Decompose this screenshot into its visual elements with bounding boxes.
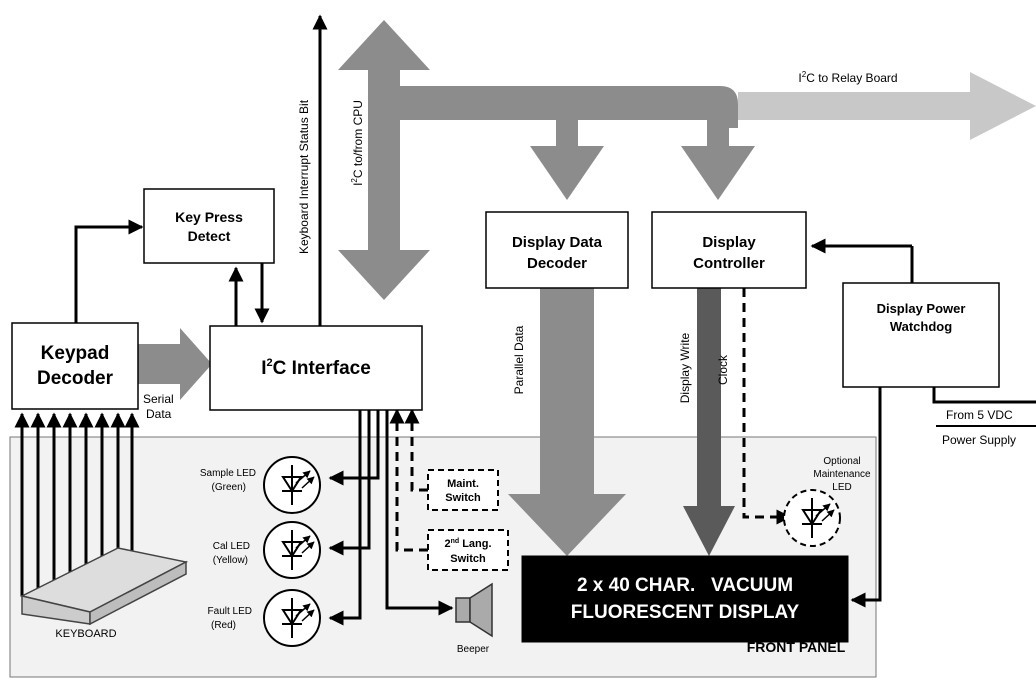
keypad-decoder-box <box>11 322 139 410</box>
display-write-arrow <box>683 506 735 556</box>
display-power-watchdog-title-1: Display Power <box>877 301 966 316</box>
from-5vdc-label: From 5 VDC <box>946 408 1013 422</box>
beeper-icon <box>455 582 493 638</box>
i2c-bus-horizontal <box>400 86 738 128</box>
beeper-label: Beeper <box>457 644 490 655</box>
maint-switch-label-2: Switch <box>445 492 481 504</box>
key-press-detect-title-2: Detect <box>188 228 231 244</box>
parallel-data-arrow <box>508 494 626 556</box>
sample-led-label-1: Sample LED <box>200 468 256 479</box>
clock-label: Clock <box>716 354 730 385</box>
display-power-watchdog-title-2: Watchdog <box>890 319 952 334</box>
fault-led-label-2: (Red) <box>211 620 236 631</box>
parallel-data-shaft <box>540 288 594 494</box>
maint-switch-line <box>404 408 428 492</box>
watchdog-to-display-line <box>850 386 882 608</box>
i2c-relay-label: I2C to Relay Board <box>798 70 897 85</box>
parallel-data-label: Parallel Data <box>512 325 526 394</box>
display-write-bus <box>683 288 735 556</box>
cal-led-label-2: (Yellow) <box>213 555 248 566</box>
display-controller-title-1: Display <box>702 234 756 251</box>
keyboard: KEYBOARD <box>19 547 189 640</box>
i2c-cpu-label: I2C to/from CPU <box>350 100 365 186</box>
bus-drop-data-decoder <box>556 120 578 146</box>
lang-switch-line <box>389 408 428 552</box>
cal-led-line <box>328 410 371 556</box>
sample-led-line <box>328 410 380 486</box>
dashed-lines <box>389 288 792 552</box>
i2c-interface-title: I2C Interface <box>261 357 371 379</box>
serial-data-label-1: Serial <box>143 392 174 406</box>
vfd-display-line-1: 2 x 40 CHAR. VACUUM <box>577 575 793 596</box>
vfd-display-line-2: FLUORESCENT DISPLAY <box>571 602 800 623</box>
power-supply-label: Power Supply <box>942 433 1016 447</box>
display-write-shaft <box>697 288 721 506</box>
serial-data-arrow <box>138 328 212 400</box>
fault-led-icon <box>263 589 321 647</box>
display-write-label: Display Write <box>678 332 692 403</box>
bus-arrow-display-controller <box>681 146 755 200</box>
key-press-detect-title-1: Key Press <box>175 209 243 225</box>
display-controller-box <box>651 211 807 289</box>
bus-drop-display-controller <box>707 120 729 146</box>
fault-led-line <box>328 410 362 626</box>
lang-switch-label-2: Switch <box>450 553 486 565</box>
maint-switch-box <box>427 469 499 511</box>
vfd-display-box <box>521 555 849 643</box>
display-data-decoder-box <box>485 211 629 289</box>
key-press-detect-box <box>143 188 275 264</box>
display-controller-title-2: Controller <box>693 255 765 272</box>
serial-data-label-2: Data <box>146 407 172 421</box>
i2c-cpu-bus-arrow <box>338 20 430 300</box>
bus-arrow-data-decoder <box>530 146 604 200</box>
display-power-watchdog-box <box>842 282 1000 388</box>
keyboard-interrupt-label: Keyboard Interrupt Status Bit <box>297 99 311 254</box>
i2c-interface-box <box>209 325 423 411</box>
fault-led-label-1: Fault LED <box>208 606 252 617</box>
i2c-bus <box>138 20 755 556</box>
keyboard-lines <box>14 412 140 596</box>
maintenance-led-icon <box>783 489 841 547</box>
optional-maint-led-label-1: Optional <box>823 456 860 467</box>
display-data-decoder-title-2: Decoder <box>527 255 587 272</box>
keypad-decoder-title-2: Decoder <box>37 368 114 389</box>
lang-switch-box <box>427 529 509 571</box>
front-panel-label: FRONT PANEL <box>747 639 846 655</box>
sample-led-label-2: (Green) <box>212 482 246 493</box>
keypad-decoder-title-1: Keypad <box>41 343 110 364</box>
display-data-decoder-title-1: Display Data <box>512 234 603 251</box>
beeper-line <box>385 410 454 616</box>
connector-lines <box>74 14 1036 626</box>
clock-line <box>742 288 792 525</box>
optional-maint-led-label-3: LED <box>832 482 851 493</box>
lang-switch-label-1: 2nd Lang. <box>444 538 491 550</box>
optional-maint-led-label-2: Maintenance <box>813 469 871 480</box>
keyboard-label: KEYBOARD <box>55 628 116 640</box>
keypad-to-keypress-line <box>74 219 144 323</box>
cal-led-label-1: Cal LED <box>213 541 250 552</box>
cal-led-icon <box>263 521 321 579</box>
maint-switch-label-1: Maint. <box>447 478 479 490</box>
keyboard-side <box>89 560 187 626</box>
i2c-relay-bus-arrow <box>738 72 1036 140</box>
sample-led-icon <box>263 456 321 514</box>
